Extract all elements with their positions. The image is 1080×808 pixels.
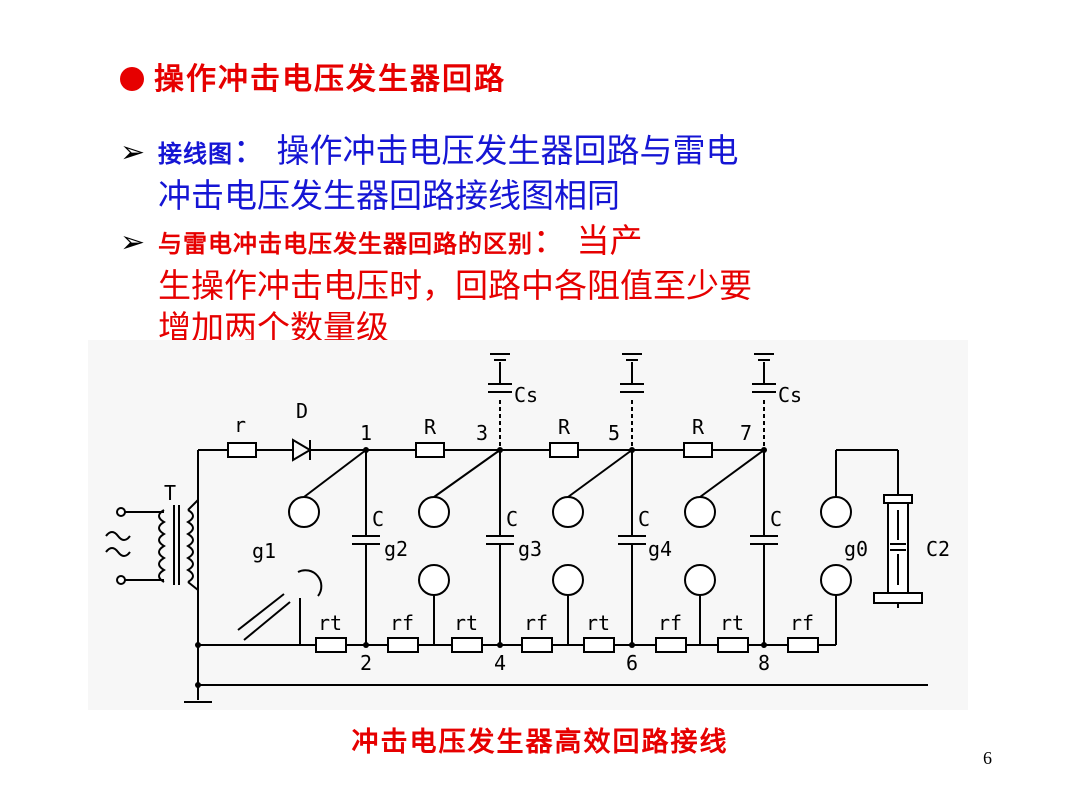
slide-title: 操作冲击电压发生器回路 — [120, 54, 506, 98]
resistor-R3 — [683, 442, 713, 458]
label-Cs-1: Cs — [514, 383, 538, 407]
circuit-diagram: r D T R R R 1 3 5 7 2 4 6 8 Cs Cs C C C … — [88, 340, 968, 710]
node-5: 5 — [608, 421, 620, 445]
node-1: 1 — [360, 421, 372, 445]
transformer-secondary — [186, 509, 194, 583]
slide-title-text: 操作冲击电压发生器回路 — [154, 62, 506, 97]
capacitor-C2 — [873, 494, 923, 608]
label-R3: R — [692, 415, 705, 439]
resistor-r — [227, 442, 257, 458]
node-8: 8 — [758, 651, 770, 675]
label-rt-1: rt — [318, 611, 342, 635]
label-g0: g0 — [844, 537, 868, 561]
bullet-keyword: 接线图 — [158, 140, 233, 168]
label-C-1: C — [372, 507, 384, 531]
diagram-caption: 冲击电压发生器高效回路接线 — [351, 727, 729, 758]
bullet-sep: ： — [533, 221, 566, 260]
node-7: 7 — [740, 421, 752, 445]
arrow-bullet-icon: ➢ — [120, 135, 146, 170]
diode-D — [292, 438, 312, 462]
arrow-bullet-icon: ➢ — [120, 225, 146, 260]
label-g1: g1 — [252, 539, 276, 563]
label-rt-2: rt — [454, 611, 478, 635]
bullet-wiring-diagram: ➢ 接线图： 操作冲击电压发生器回路与雷电 冲击电压发生器回路接线图相同 — [120, 130, 940, 217]
stage-capacitors — [352, 450, 778, 645]
label-rf-1: rf — [390, 611, 414, 635]
label-g2: g2 — [384, 537, 408, 561]
label-rf-3: rf — [658, 611, 682, 635]
resistor-R1 — [415, 442, 445, 458]
label-Cs-2: Cs — [778, 383, 802, 407]
transformer-primary — [158, 509, 166, 583]
label-g3: g3 — [518, 537, 542, 561]
bullet-line-2: 冲击电压发生器回路接线图相同 — [158, 176, 620, 215]
circuit-svg: r D T R R R 1 3 5 7 2 4 6 8 Cs Cs C C C … — [105, 353, 950, 703]
label-C-4: C — [770, 507, 782, 531]
label-r: r — [234, 413, 246, 437]
label-D: D — [296, 399, 308, 423]
bullet-text: 当产 — [576, 221, 643, 260]
bullet-keyword: 与雷电冲击电压发生器回路的区别 — [158, 230, 533, 258]
label-C2: C2 — [926, 537, 950, 561]
label-T: T — [164, 481, 176, 505]
node-3: 3 — [476, 421, 488, 445]
label-R1: R — [424, 415, 437, 439]
label-g4: g4 — [648, 537, 672, 561]
node-2: 2 — [360, 651, 372, 675]
label-rf-2: rf — [524, 611, 548, 635]
bullet-sep: ： — [233, 131, 266, 170]
spark-gaps — [237, 449, 899, 645]
bullet-dot-icon — [120, 67, 144, 91]
bullet-text: 操作冲击电压发生器回路与雷电 — [276, 131, 739, 170]
stray-capacitors — [499, 400, 765, 450]
label-rt-4: rt — [720, 611, 744, 635]
label-C-3: C — [638, 507, 650, 531]
bullet-line-1: 接线图： 操作冲击电压发生器回路与雷电 — [158, 130, 940, 175]
node-4: 4 — [494, 651, 506, 675]
resistor-R2 — [549, 442, 579, 458]
label-R2: R — [558, 415, 571, 439]
bullet-line-1: 与雷电冲击电压发生器回路的区别： 当产 — [158, 220, 940, 265]
node-6: 6 — [626, 651, 638, 675]
label-rf-4: rf — [790, 611, 814, 635]
label-C-2: C — [506, 507, 518, 531]
bullet-difference: ➢ 与雷电冲击电压发生器回路的区别： 当产 生操作冲击电压时，回路中各阻值至少要… — [120, 220, 940, 349]
page-number: 6 — [983, 748, 992, 768]
label-rt-3: rt — [586, 611, 610, 635]
bullet-line-2: 生操作冲击电压时，回路中各阻值至少要 — [158, 266, 752, 305]
